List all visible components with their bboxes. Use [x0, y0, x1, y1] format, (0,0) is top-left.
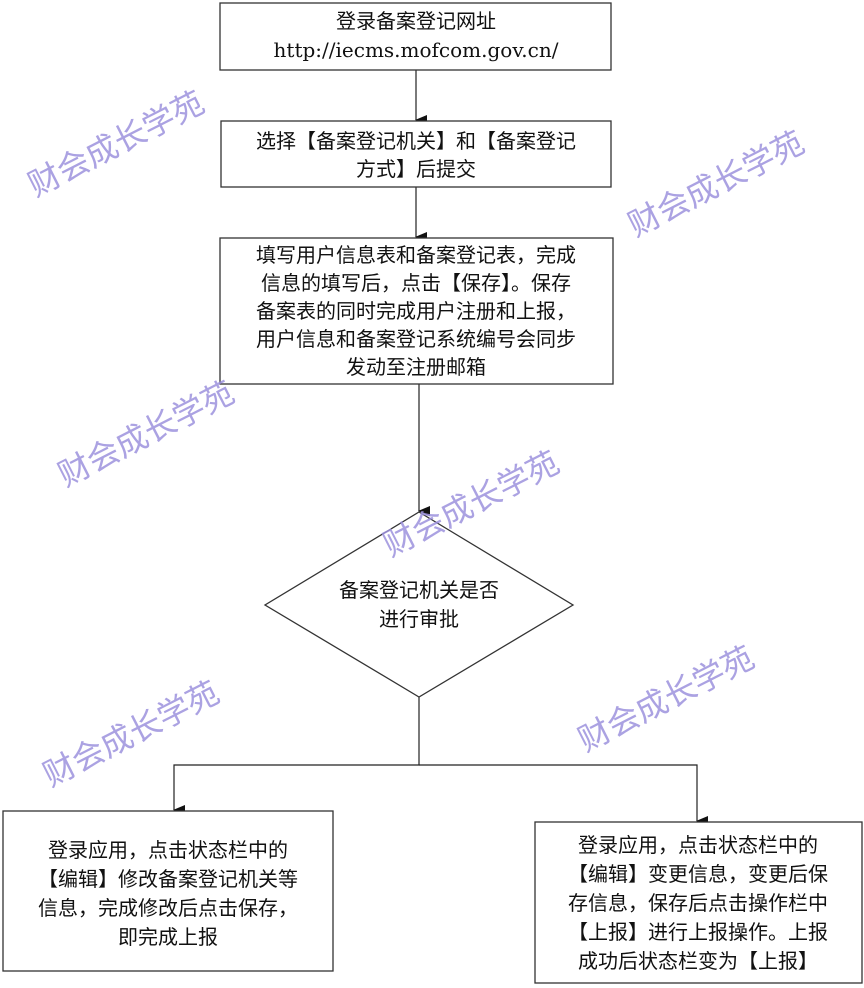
text-line: 成功后状态栏变为【上报】	[578, 949, 818, 973]
text-line: 登录备案登记网址	[336, 9, 496, 33]
step-select-box	[220, 120, 612, 188]
step-login-text: 登录备案登记网址 http://iecms.mofcom.gov.cn/	[274, 9, 559, 62]
decision-diamond	[263, 511, 575, 698]
text-line: 用户信息和备案登记系统编号会同步	[256, 327, 576, 351]
step-fill-text: 填写用户信息表和备案登记表，完成 信息的填写后，点击【保存】。保存 备案表的同时…	[256, 243, 576, 379]
text-line: 备案登记机关是否	[339, 578, 499, 602]
text-line: 【编辑】变更信息，变更后保	[568, 862, 828, 886]
step-fill-box	[219, 237, 614, 385]
text-line: 【编辑】修改备案登记机关等	[38, 867, 298, 891]
text-line: 方式】后提交	[356, 157, 476, 181]
decision-text: 备案登记机关是否 进行审批	[339, 578, 499, 631]
text-line: 发动至注册邮箱	[346, 355, 486, 379]
step-login-box	[219, 2, 612, 71]
right-branch-box	[534, 821, 863, 984]
left-branch-text: 登录应用，点击状态栏中的 【编辑】修改备案登记机关等 信息，完成修改后点击保存，…	[38, 838, 298, 949]
url-text: http://iecms.mofcom.gov.cn/	[274, 38, 559, 62]
text-line: 信息的填写后，点击【保存】。保存	[261, 271, 571, 295]
text-line: 即完成上报	[118, 925, 218, 949]
arrow-approval	[419, 764, 708, 826]
text-line: 填写用户信息表和备案登记表，完成	[256, 243, 576, 267]
text-line: 登录应用，点击状态栏中的	[578, 833, 818, 857]
text-line: 信息，完成修改后点击保存，	[38, 896, 298, 920]
text-line: 进行审批	[379, 607, 459, 631]
text-line: 备案表的同时完成用户注册和上报，	[256, 299, 576, 323]
right-branch-text: 登录应用，点击状态栏中的 【编辑】变更信息，变更后保 存信息，保存后点击操作栏中…	[568, 833, 828, 973]
text-line: 存信息，保存后点击操作栏中	[568, 891, 828, 915]
step-select-text: 选择【备案登记机关】和【备案登记 方式】后提交	[256, 129, 576, 181]
text-line: 【上报】进行上报操作。上报	[568, 920, 828, 944]
left-branch-box	[2, 810, 334, 972]
text-line: 登录应用，点击状态栏中的	[48, 838, 288, 862]
text-line: 选择【备案登记机关】和【备案登记	[256, 129, 576, 153]
arrow-no-approval	[173, 697, 420, 815]
